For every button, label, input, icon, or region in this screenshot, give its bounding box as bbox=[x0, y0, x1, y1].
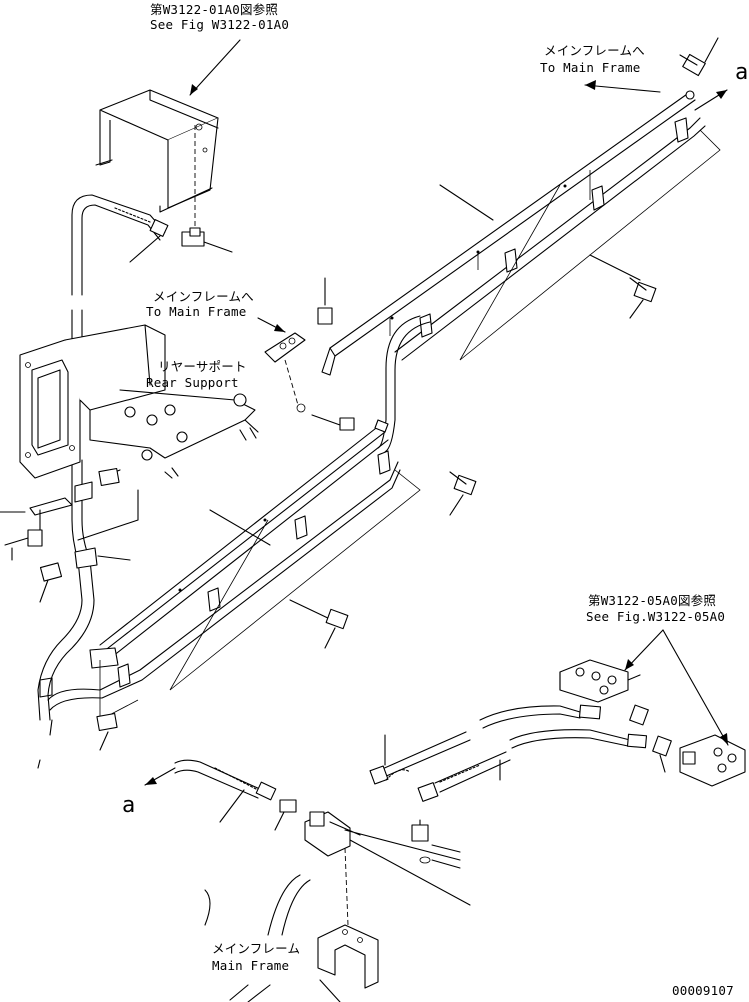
hose-bottom-left bbox=[144, 759, 297, 831]
bolt-center bbox=[317, 277, 333, 325]
hose-vertical-left bbox=[37, 309, 95, 721]
bolt-top-right bbox=[679, 37, 719, 77]
valve-block-upper bbox=[559, 659, 641, 703]
tubes-upper bbox=[321, 90, 721, 376]
main-frame-bottom-en: Main Frame bbox=[212, 958, 290, 973]
main-frame-bottom-jp: メインフレーム bbox=[212, 941, 301, 956]
bolt-lower-right bbox=[324, 471, 477, 649]
elbow-fitting-top bbox=[181, 227, 233, 253]
bolt-mid-right bbox=[629, 277, 657, 319]
left-clamp-parts bbox=[0, 467, 139, 769]
ref-top-en: See Fig W3122-01A0 bbox=[150, 17, 290, 32]
main-frame-mid-jp: メインフレームへ bbox=[153, 289, 254, 304]
hoses-bottom-right bbox=[369, 704, 672, 802]
main-frame-right-en: To Main Frame bbox=[540, 60, 641, 75]
valve-block-lower bbox=[679, 734, 746, 787]
mount-plate-mid bbox=[257, 317, 355, 431]
arrow-to-main-frame bbox=[584, 84, 661, 93]
rear-support-en: Rear Support bbox=[146, 375, 239, 390]
ref-right-jp: 第W3122-05A0図参照 bbox=[588, 593, 717, 608]
ref-right-en: See Fig.W3122-05A0 bbox=[586, 609, 726, 624]
drawing-number: 00009107 bbox=[672, 983, 734, 998]
ref-leader-right-2 bbox=[662, 629, 729, 746]
ref-top-jp: 第W3122-01A0図参照 bbox=[150, 2, 279, 17]
bottom-bracket bbox=[304, 811, 471, 926]
main-frame-right-jp: メインフレームへ bbox=[544, 43, 645, 58]
hose-upper-left bbox=[71, 194, 169, 296]
tubes-lower bbox=[39, 419, 421, 736]
marker-a-right: a bbox=[735, 60, 749, 85]
marker-a-left: a bbox=[122, 793, 136, 818]
rear-support bbox=[19, 324, 259, 479]
rear-support-jp: リヤーサポート bbox=[158, 359, 247, 374]
hose-drop bbox=[384, 321, 431, 453]
top-bracket bbox=[95, 89, 219, 228]
main-frame-bracket bbox=[204, 874, 379, 1002]
main-frame-mid-en: To Main Frame bbox=[146, 304, 247, 319]
ref-leader-top bbox=[189, 39, 241, 96]
